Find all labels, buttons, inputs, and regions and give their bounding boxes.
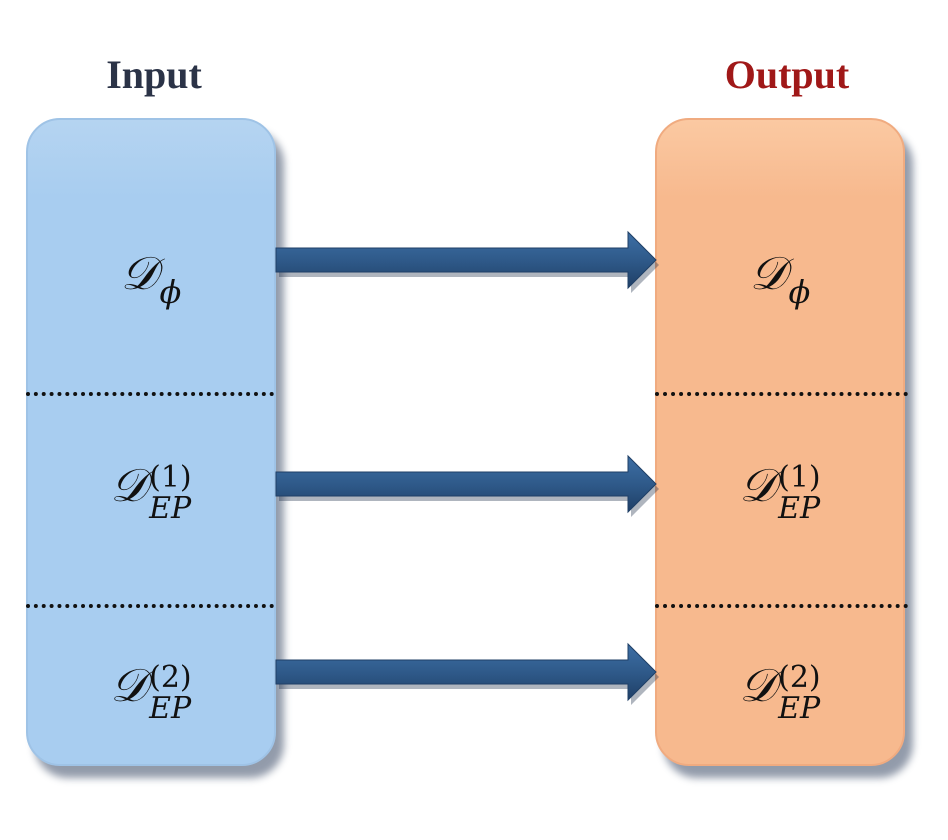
input-divider-1: [26, 392, 274, 396]
output-row2-subscript: EP: [778, 491, 821, 526]
output-row3-symbol: 𝒟: [739, 658, 777, 712]
output-row3-subscript: EP: [778, 691, 821, 726]
output-cell-phi: 𝒟ϕ: [655, 250, 905, 311]
input-row2-subscript: EP: [149, 491, 192, 526]
arrow-row-1: [275, 230, 659, 293]
input-row3-subscript: EP: [149, 691, 192, 726]
input-row2-symbol: 𝒟: [110, 458, 148, 512]
input-cell-ep2: 𝒟 (2) EP: [26, 660, 276, 728]
input-divider-2: [26, 604, 274, 608]
arrow-row-2: [275, 454, 659, 517]
arrow-row-3: [275, 642, 659, 705]
output-title: Output: [724, 52, 850, 97]
output-divider-1: [655, 392, 908, 396]
input-row3-symbol: 𝒟: [110, 658, 148, 712]
input-title: Input: [106, 52, 202, 97]
input-cell-ep1: 𝒟 (1) EP: [26, 460, 276, 528]
output-row1-subscript: ϕ: [788, 273, 811, 311]
input-row1-subscript: ϕ: [159, 273, 182, 311]
input-cell-phi: 𝒟ϕ: [26, 250, 276, 311]
output-column: [655, 118, 905, 766]
output-cell-ep2: 𝒟 (2) EP: [655, 660, 905, 728]
output-row2-superscript: (1): [778, 460, 821, 495]
input-column: [26, 118, 276, 766]
output-cell-ep1: 𝒟 (1) EP: [655, 460, 905, 528]
output-row3-superscript: (2): [778, 660, 821, 695]
output-row2-symbol: 𝒟: [739, 458, 777, 512]
output-divider-2: [655, 604, 908, 608]
input-row3-superscript: (2): [149, 660, 192, 695]
input-row1-symbol: 𝒟: [120, 246, 158, 300]
input-row2-superscript: (1): [149, 460, 192, 495]
output-row1-symbol: 𝒟: [749, 246, 787, 300]
